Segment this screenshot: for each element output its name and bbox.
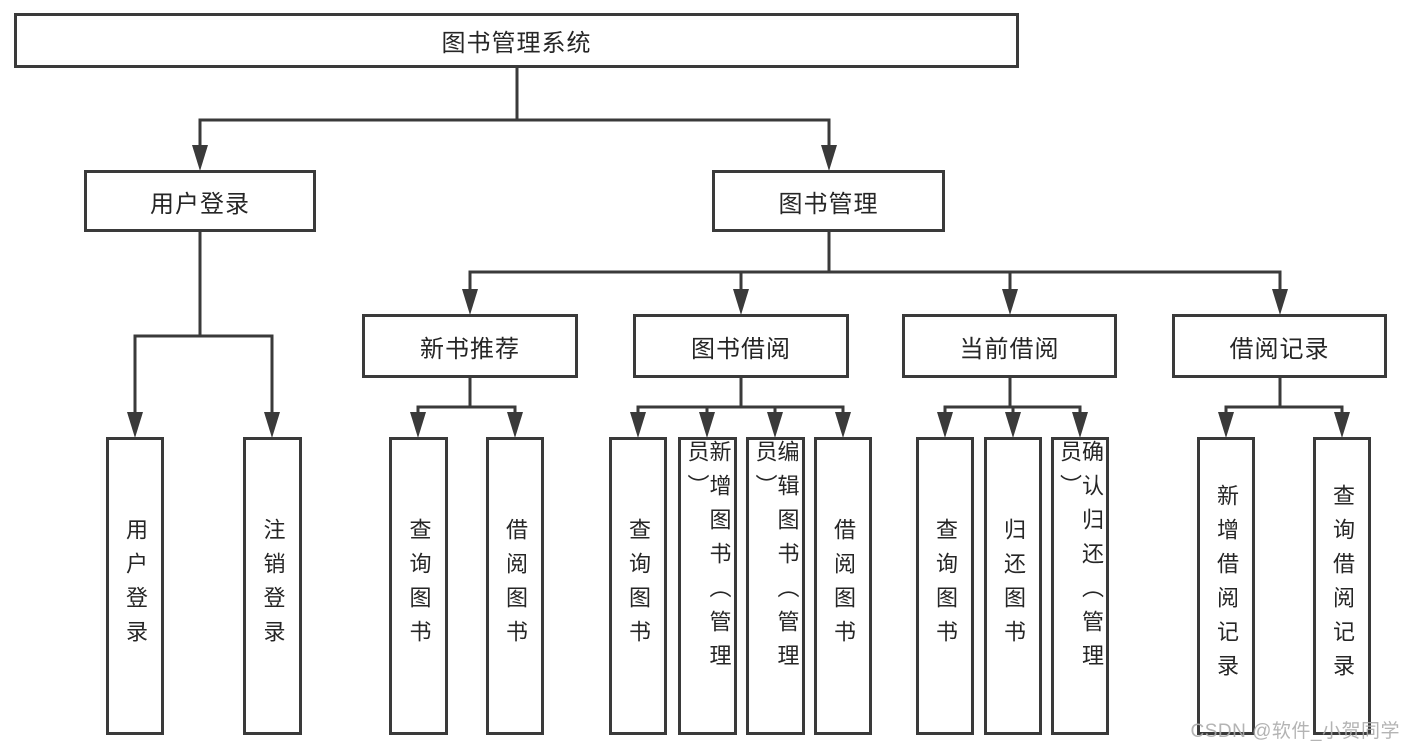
- node-return-books-label: 归还图书: [1001, 518, 1026, 654]
- node-confirm-return-admin: 确认归还（管理员）: [1051, 437, 1109, 735]
- node-new-book-recommend: 新书推荐: [362, 314, 578, 378]
- node-logout-label: 注销登录: [260, 518, 286, 654]
- node-return-books: 归还图书: [984, 437, 1042, 735]
- node-query-books-borrowing-label: 查询图书: [626, 518, 651, 654]
- connector-user-login-to-children: [127, 230, 280, 438]
- connector-borrowing-records-to-children: [1218, 376, 1350, 438]
- csdn-watermark: CSDN @软件_小贺同学: [1190, 721, 1400, 742]
- node-book-management: 图书管理: [712, 170, 945, 232]
- node-add-borrow-record-label: 新增借阅记录: [1214, 484, 1239, 688]
- node-borrow-books-recommend: 借阅图书: [486, 437, 544, 735]
- node-library-management-system: 图书管理系统: [14, 13, 1019, 68]
- node-borrow-books-borrowing: 借阅图书: [814, 437, 872, 735]
- node-add-books-admin-label: 新增图书（管理员）: [684, 440, 732, 678]
- node-query-books-recommend: 查询图书: [389, 437, 448, 735]
- node-borrow-books-recommend-label: 借阅图书: [503, 518, 528, 654]
- node-user-login-label: 用户登录: [123, 518, 148, 654]
- node-edit-books-admin-label: 编辑图书（管理员）: [752, 440, 800, 678]
- node-query-books-current-label: 查询图书: [933, 518, 958, 654]
- node-borrow-books-borrowing-label: 借阅图书: [831, 518, 856, 654]
- node-logout: 注销登录: [243, 437, 302, 735]
- node-query-books-recommend-label: 查询图书: [406, 518, 432, 654]
- node-book-borrowing: 图书借阅: [633, 314, 849, 378]
- connector-root-to-level2: [192, 66, 837, 171]
- node-query-books-current: 查询图书: [916, 437, 974, 735]
- node-edit-books-admin: 编辑图书（管理员）: [746, 437, 805, 735]
- node-query-borrow-record-label: 查询借阅记录: [1330, 484, 1355, 688]
- node-confirm-return-admin-label: 确认归还（管理员）: [1057, 440, 1104, 678]
- node-borrowing-records: 借阅记录: [1172, 314, 1387, 378]
- node-user-login: 用户登录: [106, 437, 164, 735]
- connector-new-book-recommend-to-children: [410, 376, 523, 438]
- node-add-books-admin: 新增图书（管理员）: [678, 437, 737, 735]
- node-user-login-group: 用户登录: [84, 170, 316, 232]
- node-query-books-borrowing: 查询图书: [609, 437, 667, 735]
- connector-current-borrowing-to-children: [937, 376, 1088, 438]
- node-add-borrow-record: 新增借阅记录: [1197, 437, 1255, 735]
- connector-book-management-to-level3: [462, 230, 1288, 315]
- connector-book-borrowing-to-children: [630, 376, 851, 438]
- node-current-borrowing: 当前借阅: [902, 314, 1117, 378]
- node-query-borrow-record: 查询借阅记录: [1313, 437, 1371, 735]
